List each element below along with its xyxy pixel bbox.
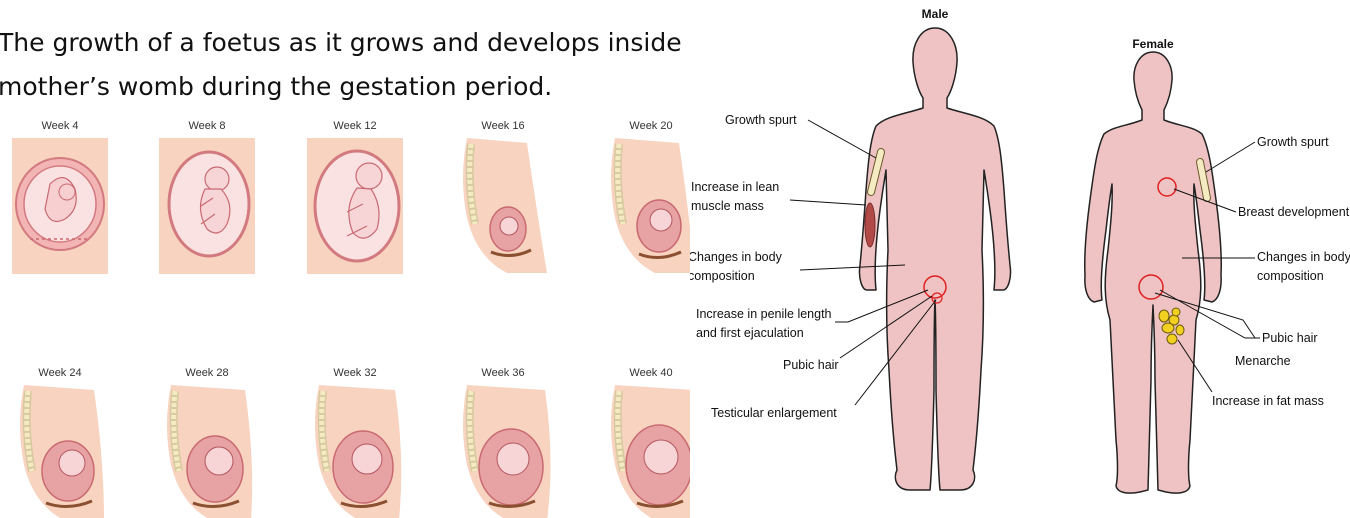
- pregnant-torso-illustration: [10, 381, 110, 518]
- week-label: Week 36: [453, 367, 553, 379]
- week-label: Week 4: [10, 120, 110, 132]
- label-penile-2: and first ejaculation: [696, 326, 804, 340]
- label-body-composition-2: composition: [690, 269, 755, 283]
- label-growth-spurt-female: Growth spurt: [1257, 135, 1329, 149]
- pregnant-torso-illustration: [305, 381, 405, 518]
- label-body-composition-female-1: Changes in body: [1257, 250, 1350, 264]
- week-40-stage: Week 40: [601, 367, 690, 518]
- week-label: Week 16: [453, 120, 553, 132]
- pregnant-torso-illustration: [601, 134, 690, 274]
- foetus-growth-panel: The growth of a foetus as it grows and d…: [0, 0, 690, 518]
- week-label: Week 8: [157, 120, 257, 132]
- male-figure: [859, 28, 1010, 490]
- male-body-silhouette: [859, 28, 1010, 490]
- week-label: Week 28: [157, 367, 257, 379]
- leader-line: [808, 120, 876, 158]
- label-menarche: Menarche: [1235, 354, 1291, 368]
- week-label: Week 20: [601, 120, 690, 132]
- female-figure: [1085, 52, 1222, 493]
- leader-line: [1206, 142, 1255, 172]
- male-heading: Male: [922, 7, 949, 21]
- week-8-stage: Week 8: [157, 120, 257, 280]
- label-growth-spurt: Growth spurt: [725, 113, 797, 127]
- female-body-silhouette: [1085, 52, 1222, 493]
- label-pubic-hair-female: Pubic hair: [1262, 331, 1318, 345]
- week-label: Week 12: [305, 120, 405, 132]
- puberty-changes-panel: Male Growth spurt Increase in lean muscl…: [690, 0, 1350, 518]
- week-12-stage: Week 12: [305, 120, 405, 280]
- embryo-illustration: [157, 134, 257, 274]
- label-pubic-hair-male: Pubic hair: [783, 358, 839, 372]
- week-label: Week 40: [601, 367, 690, 379]
- leader-line: [790, 200, 866, 205]
- pregnant-torso-illustration: [601, 381, 690, 518]
- panel-title-line-2: mother’s womb during the gestation perio…: [0, 72, 552, 101]
- week-4-stage: Week 4: [10, 120, 110, 280]
- week-32-stage: Week 32: [305, 367, 405, 518]
- female-heading: Female: [1132, 37, 1174, 51]
- label-lean-mass-2: muscle mass: [691, 199, 764, 213]
- label-body-composition-1: Changes in body: [690, 250, 783, 264]
- pregnant-torso-illustration: [453, 134, 553, 274]
- panel-title-line-1: The growth of a foetus as it grows and d…: [0, 28, 690, 57]
- label-body-composition-female-2: composition: [1257, 269, 1324, 283]
- week-28-stage: Week 28: [157, 367, 257, 518]
- label-lean-mass-1: Increase in lean: [691, 180, 779, 194]
- foetus-illustration: [305, 134, 405, 274]
- early-embryo-illustration: [10, 134, 110, 274]
- male-forearm-muscle: [865, 203, 875, 247]
- label-penile-1: Increase in penile length: [696, 307, 832, 321]
- week-16-stage: Week 16: [453, 120, 553, 280]
- week-label: Week 24: [10, 367, 110, 379]
- week-20-stage: Week 20: [601, 120, 690, 280]
- week-24-stage: Week 24: [10, 367, 110, 518]
- week-36-stage: Week 36: [453, 367, 553, 518]
- pregnant-torso-illustration: [157, 381, 257, 518]
- week-label: Week 32: [305, 367, 405, 379]
- label-testicular-enlargement: Testicular enlargement: [711, 406, 837, 420]
- label-breast-development: Breast development: [1238, 205, 1350, 219]
- label-fat-mass: Increase in fat mass: [1212, 394, 1324, 408]
- puberty-diagram: Male Growth spurt Increase in lean muscl…: [690, 0, 1350, 518]
- pregnant-torso-illustration: [453, 381, 553, 518]
